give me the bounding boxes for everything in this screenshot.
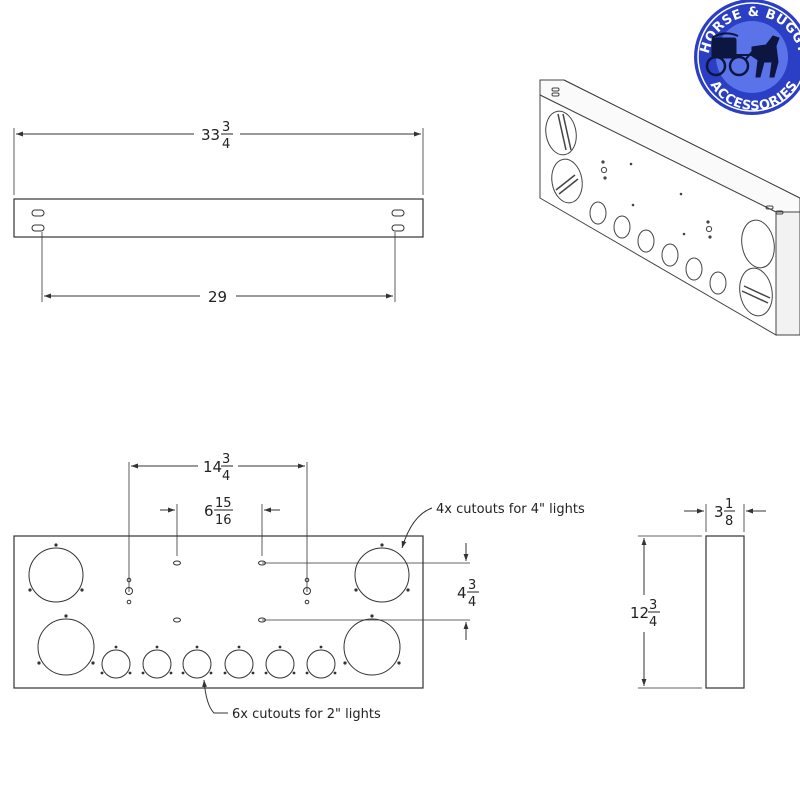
front-view xyxy=(13,462,470,714)
iso-small-cutout xyxy=(589,201,607,225)
small-cutout-leader xyxy=(202,679,228,714)
small-cutout xyxy=(101,649,131,679)
large-cutout xyxy=(28,547,84,603)
large-cutout xyxy=(37,618,95,676)
svg-text:4: 4 xyxy=(457,584,467,602)
iso-small-cutout xyxy=(661,243,679,267)
svg-text:3: 3 xyxy=(714,503,724,521)
svg-text:4: 4 xyxy=(649,615,657,630)
center-spacing-label: 14 3 4 xyxy=(203,452,233,484)
iso-large-cutout xyxy=(739,267,773,317)
svg-text:33: 33 xyxy=(201,126,220,144)
small-cutout xyxy=(265,649,295,679)
svg-text:1: 1 xyxy=(725,497,733,512)
mount-slot xyxy=(391,224,405,232)
small-cutout xyxy=(142,649,172,679)
vertical-spacing-label: 4 3 4 xyxy=(457,578,479,610)
large-cutout-note: 4x cutouts for 4" lights xyxy=(436,502,585,517)
side-view xyxy=(638,504,766,689)
small-cutout xyxy=(224,649,254,679)
svg-text:3: 3 xyxy=(222,452,230,467)
svg-text:15: 15 xyxy=(215,496,232,511)
panel-side-view xyxy=(705,535,745,689)
top-view xyxy=(13,128,424,302)
small-cutout xyxy=(306,649,336,679)
svg-text:3: 3 xyxy=(468,578,476,593)
small-cutout-note: 6x cutouts for 2" lights xyxy=(232,707,381,722)
svg-text:3: 3 xyxy=(649,598,657,613)
svg-text:3: 3 xyxy=(222,120,230,135)
panel-front-view xyxy=(13,535,424,689)
large-cutout xyxy=(354,547,410,603)
svg-text:14: 14 xyxy=(203,458,222,476)
svg-text:6: 6 xyxy=(204,502,214,520)
horse-buggy-silhouette-icon xyxy=(705,32,780,78)
inner-spacing-label: 6 15 16 xyxy=(204,496,233,528)
iso-small-cutout xyxy=(613,215,631,239)
svg-text:4: 4 xyxy=(222,137,230,152)
overall-width-label: 33 3 4 xyxy=(201,120,233,152)
bar-top-view xyxy=(13,198,424,238)
large-cutout-leader xyxy=(401,507,433,549)
mount-slot xyxy=(391,209,405,217)
isometric-view xyxy=(539,79,800,336)
iso-small-cutout xyxy=(709,271,727,295)
depth-label: 3 1 8 xyxy=(714,497,735,529)
svg-text:4: 4 xyxy=(468,595,476,610)
small-cutout xyxy=(182,649,212,679)
mount-slot xyxy=(31,209,45,217)
svg-text:8: 8 xyxy=(725,514,733,529)
iso-slot xyxy=(551,92,560,97)
height-label: 12 3 4 xyxy=(630,598,660,630)
iso-slot xyxy=(551,87,560,92)
mount-slot xyxy=(31,224,45,232)
iso-small-cutout xyxy=(637,229,655,253)
iso-large-cutout xyxy=(545,110,577,156)
svg-text:12: 12 xyxy=(630,604,649,622)
iso-slot xyxy=(775,210,784,215)
svg-text:4: 4 xyxy=(222,469,230,484)
svg-text:16: 16 xyxy=(215,513,232,528)
mount-spacing-label: 29 xyxy=(208,288,227,306)
iso-end-face xyxy=(775,211,800,336)
iso-large-cutout xyxy=(741,219,775,269)
horse-and-buggy-logo: HORSE & BUGGY ACCESSORIES xyxy=(694,0,800,115)
iso-small-cutout xyxy=(685,257,703,281)
iso-slot xyxy=(765,205,774,210)
large-cutout xyxy=(343,618,401,676)
iso-large-cutout xyxy=(551,158,583,204)
